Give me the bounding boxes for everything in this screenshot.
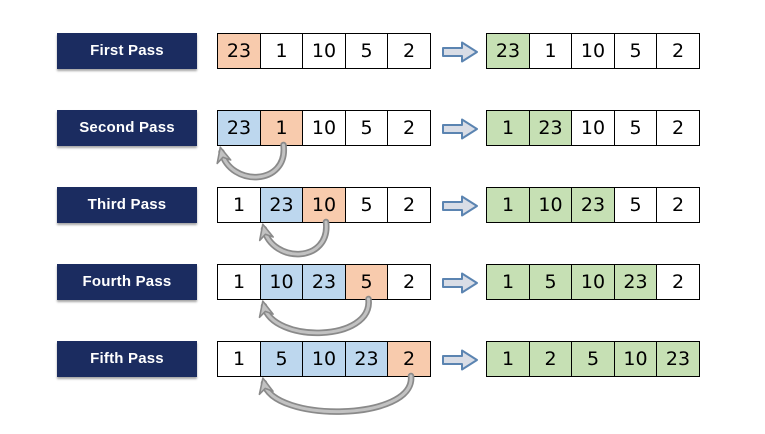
right-block-arrow-icon bbox=[442, 349, 478, 371]
array-cell: 2 bbox=[387, 187, 431, 223]
array-cell: 2 bbox=[656, 110, 700, 146]
array-cell: 2 bbox=[656, 187, 700, 223]
array-cell: 2 bbox=[387, 33, 431, 69]
array-cell: 10 bbox=[302, 187, 346, 223]
array-cell: 1 bbox=[486, 264, 530, 300]
array-cell: 5 bbox=[344, 187, 389, 223]
array-cell: 1 bbox=[217, 264, 261, 300]
array-cell: 23 bbox=[528, 110, 573, 146]
array-cell: 1 bbox=[217, 341, 261, 377]
curved-swap-arrow bbox=[260, 372, 415, 415]
array-cell: 10 bbox=[571, 264, 615, 300]
array-cell: 2 bbox=[528, 341, 573, 377]
swap-arrowhead-icon bbox=[258, 300, 274, 319]
array-cell: 2 bbox=[656, 264, 700, 300]
array-cell: 1 bbox=[486, 187, 530, 223]
array-cell: 1 bbox=[259, 33, 304, 69]
array-cell: 2 bbox=[387, 264, 431, 300]
array-cell: 2 bbox=[656, 33, 700, 69]
array-cell: 1 bbox=[486, 341, 530, 377]
array-cell: 5 bbox=[613, 187, 658, 223]
array-cell: 5 bbox=[613, 110, 658, 146]
curved-swap-arrow bbox=[262, 374, 413, 413]
array-cell: 10 bbox=[528, 187, 573, 223]
array-cell: 5 bbox=[344, 110, 389, 146]
array-cell: 23 bbox=[571, 187, 615, 223]
array-cell: 1 bbox=[217, 187, 261, 223]
right-block-arrow-icon bbox=[442, 195, 478, 217]
pass-label: First Pass bbox=[57, 33, 197, 69]
array-cell: 23 bbox=[217, 33, 261, 69]
pass-label: Fourth Pass bbox=[57, 264, 197, 300]
array-cell: 10 bbox=[302, 33, 346, 69]
array-cell: 10 bbox=[571, 110, 615, 146]
pass-label: Fifth Pass bbox=[57, 341, 197, 377]
curved-swap-arrow bbox=[220, 143, 286, 179]
array-cell: 23 bbox=[656, 341, 700, 377]
array-cell: 2 bbox=[387, 341, 431, 377]
curved-swap-arrow bbox=[218, 141, 287, 181]
array-cell: 10 bbox=[259, 264, 304, 300]
array-cell: 23 bbox=[302, 264, 346, 300]
array-cell: 1 bbox=[486, 110, 530, 146]
array-cell: 5 bbox=[344, 33, 389, 69]
curved-swap-arrow bbox=[260, 218, 330, 258]
right-block-arrow-icon bbox=[442, 118, 478, 140]
array-cell: 2 bbox=[387, 110, 431, 146]
swap-arrowhead-icon bbox=[216, 146, 232, 165]
right-block-arrow-icon bbox=[442, 41, 478, 63]
swap-arrowhead-icon bbox=[258, 223, 275, 242]
array-cell: 10 bbox=[302, 110, 346, 146]
array-cell: 5 bbox=[259, 341, 304, 377]
array-cell: 23 bbox=[486, 33, 530, 69]
array-cell: 23 bbox=[344, 341, 389, 377]
array-cell: 5 bbox=[613, 33, 658, 69]
array-cell: 10 bbox=[613, 341, 658, 377]
array-cell: 23 bbox=[259, 187, 304, 223]
array-cell: 5 bbox=[571, 341, 615, 377]
array-cell: 1 bbox=[259, 110, 304, 146]
array-cell: 23 bbox=[613, 264, 658, 300]
curved-swap-arrow bbox=[260, 295, 372, 336]
curved-swap-arrow bbox=[262, 297, 371, 335]
swap-arrowhead-icon bbox=[258, 377, 274, 396]
array-cell: 10 bbox=[571, 33, 615, 69]
right-block-arrow-icon bbox=[442, 272, 478, 294]
pass-label: Second Pass bbox=[57, 110, 197, 146]
array-cell: 23 bbox=[217, 110, 261, 146]
curved-swap-arrow bbox=[262, 220, 328, 256]
pass-label: Third Pass bbox=[57, 187, 197, 223]
array-cell: 1 bbox=[528, 33, 573, 69]
array-cell: 5 bbox=[344, 264, 389, 300]
array-cell: 10 bbox=[302, 341, 346, 377]
array-cell: 5 bbox=[528, 264, 573, 300]
